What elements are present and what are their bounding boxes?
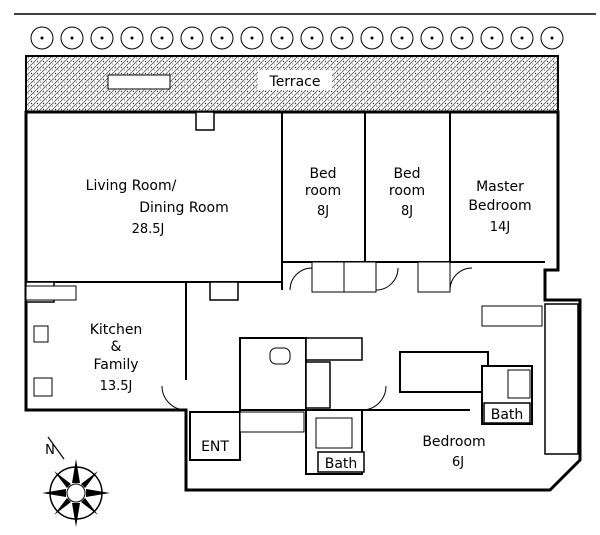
terrace-label: Terrace — [269, 74, 321, 90]
tree-trunk — [310, 36, 314, 40]
compass-inner — [66, 483, 86, 503]
closet-bed2 — [343, 261, 377, 293]
bed1-size: 8J — [317, 204, 329, 219]
bath-bottom-label-bg — [317, 451, 365, 473]
balcony-right — [544, 303, 579, 455]
vanity-right — [481, 305, 543, 327]
bed2-label-line2: room — [389, 183, 425, 199]
bath-small-tub — [507, 369, 531, 399]
kitchen-label-line1: Kitchen — [90, 322, 143, 338]
compass-north-label: N — [45, 443, 55, 458]
bedroom6-label: Bedroom — [422, 434, 485, 450]
tree-row — [30, 26, 564, 50]
column-mid — [195, 111, 215, 131]
tree-trunk — [100, 36, 104, 40]
living-label-line2: Dining Room — [139, 200, 229, 216]
tree-trunk — [370, 36, 374, 40]
closet-master — [417, 261, 451, 293]
tree-trunk — [280, 36, 284, 40]
closet-bed1 — [311, 261, 345, 293]
bed2-size: 8J — [401, 204, 413, 219]
entrance-area — [189, 411, 241, 461]
tree-trunk — [520, 36, 524, 40]
bath-small-label-bg — [483, 402, 531, 424]
kitchen-size: 13.5J — [100, 379, 133, 394]
master-size: 14J — [490, 220, 510, 235]
bed2-label-line1: Bed — [393, 166, 420, 182]
kitchen-box — [33, 377, 53, 397]
bath-bottom-label: Bath — [325, 456, 358, 472]
outer-wall — [24, 110, 582, 492]
tree-trunk — [130, 36, 134, 40]
bathtub-bottom — [315, 417, 353, 449]
column-kitchen — [209, 281, 239, 301]
tree-trunk — [160, 36, 164, 40]
terrace-label-bg — [258, 70, 332, 90]
living-size: 28.5J — [132, 222, 165, 237]
tree-trunk — [220, 36, 224, 40]
kitchen-sink — [33, 325, 49, 343]
kitchen-label-line2: & — [111, 339, 122, 355]
terrace-planter — [107, 74, 171, 90]
bed1-label-line2: room — [305, 183, 341, 199]
bed1-label-line1: Bed — [309, 166, 336, 182]
tree-trunk — [250, 36, 254, 40]
living-label-line1: Living Room/ — [86, 178, 177, 194]
door-master — [449, 267, 473, 291]
closet-bedroom6 — [399, 351, 489, 393]
shelf-block — [305, 337, 363, 361]
shoe-cabinet — [239, 411, 305, 433]
compass-needle — [47, 436, 65, 460]
tree-trunk — [430, 36, 434, 40]
compass — [42, 436, 110, 527]
entrance-label: ENT — [201, 439, 229, 455]
master-label-line2: Bedroom — [468, 198, 531, 214]
tree-trunk — [460, 36, 464, 40]
toilet — [269, 347, 291, 365]
washstand — [305, 361, 331, 409]
tree-trunk — [340, 36, 344, 40]
tree-trunk — [490, 36, 494, 40]
bedroom6-size: 6J — [452, 455, 464, 470]
master-label-line1: Master — [476, 179, 524, 195]
door-bed2 — [375, 267, 399, 291]
kitchen-label-line3: Family — [93, 357, 138, 373]
compass-points — [42, 459, 110, 527]
tree-trunk — [70, 36, 74, 40]
door-bed1 — [289, 267, 313, 291]
door-kitchen — [161, 385, 187, 411]
bath-small-label: Bath — [491, 407, 524, 423]
tree-trunk — [190, 36, 194, 40]
tree-trunk — [400, 36, 404, 40]
door-bedroom6 — [361, 385, 387, 411]
tree-trunk — [550, 36, 554, 40]
kitchen-counter — [25, 285, 77, 301]
tree-trunk — [40, 36, 44, 40]
